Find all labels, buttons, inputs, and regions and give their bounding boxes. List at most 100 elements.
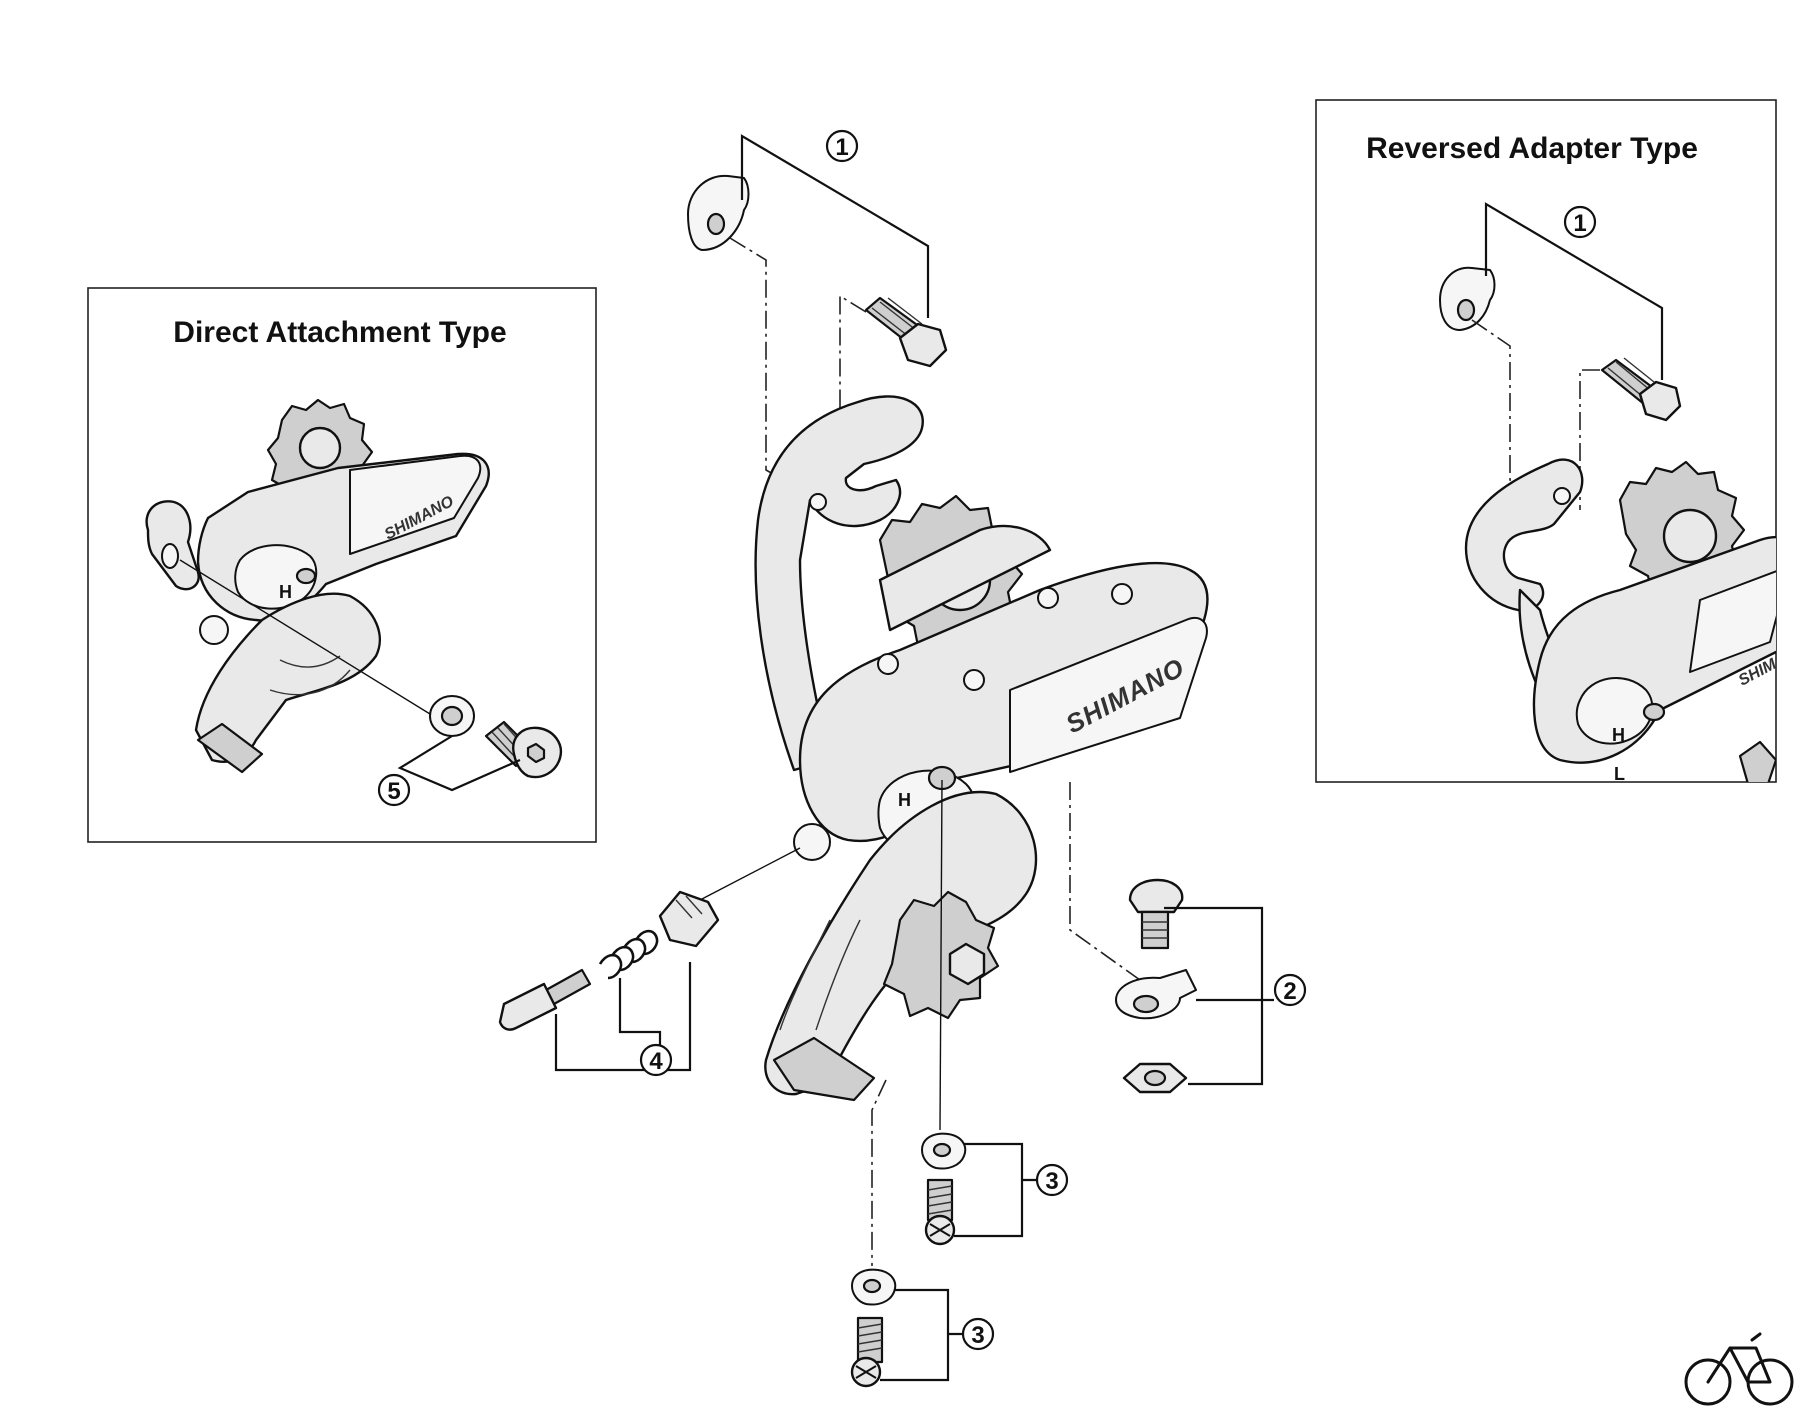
inset-reversed-adapter: Reversed Adapter Type SHIMANO H (1315, 99, 1777, 784)
inset-direct-derailleur: SHIMANO H L (145, 398, 490, 774)
callout-4-label: 4 (649, 1048, 663, 1075)
main-body-rivet-b (963, 669, 985, 691)
callout-3a-label: 3 (1045, 1168, 1058, 1195)
callout-3b-label: 3 (971, 1322, 984, 1349)
rev-washer-hole (1456, 298, 1476, 322)
part-3a-screw-thread (926, 1178, 954, 1222)
main-body-top (878, 524, 1052, 632)
part-3b-plate-hole (862, 1278, 882, 1294)
inset-hanger-hole (161, 543, 179, 569)
part-3-upper-screw (921, 779, 967, 1246)
part-4-barrel-head (498, 982, 558, 1031)
callout-4-group: 4 (554, 962, 692, 1077)
callout-1-label: 1 (835, 134, 848, 161)
part-4-leader (699, 847, 801, 901)
part-1-bolt-head (898, 322, 948, 368)
part-1-dash-bolt (839, 294, 867, 510)
part-1-adapter-parts (687, 174, 948, 510)
callout-1r-bracket (1484, 202, 1664, 380)
inset-direct-title: Direct Attachment Type (173, 316, 506, 349)
rev-lower-cage-edge (1738, 740, 1776, 782)
rev-thread-lines (1607, 357, 1655, 397)
part-1-dash-washer (729, 237, 813, 497)
part-3a-leader (939, 779, 943, 1131)
inset-reversed-artwork: SHIMANO H L (1439, 266, 1776, 784)
part-3a-plate-hole (932, 1142, 952, 1158)
callout-3a-bracket (954, 1142, 1036, 1238)
inset-body-plate (349, 454, 482, 555)
callout-5-bracket (397, 735, 521, 792)
callout-2-group: 2 (1164, 906, 1307, 1086)
callout-5-circle (377, 773, 411, 807)
part-3b-dash (871, 1079, 887, 1266)
main-cage-tab (772, 1036, 876, 1102)
inset-leader-line (179, 559, 431, 715)
part-4-boot-ridges (675, 895, 703, 919)
part-2-plate-hole (1132, 994, 1160, 1014)
callout-5-label: 5 (387, 778, 400, 805)
callout-1r-group: 1 (1484, 202, 1664, 380)
main-exploded-view: 1 SHIMANO H L (498, 129, 1307, 1388)
part-1-washer (687, 174, 750, 251)
callout-3a-group: 3 (954, 1142, 1069, 1238)
rev-adjuster-cap (1575, 676, 1654, 745)
part-1-thread-lines (871, 297, 923, 337)
part-3b-thread-lines (857, 1323, 883, 1353)
part-2-dash (1069, 782, 1141, 981)
callout-2-bracket (1164, 906, 1274, 1086)
part-2-bolt-head (1128, 878, 1184, 914)
rev-bolt-head (1638, 380, 1682, 422)
main-high-label: H (898, 790, 911, 810)
part-4-adjuster-boot (658, 890, 720, 948)
part-5-washer-hole (440, 705, 464, 727)
inset-high-label: H (279, 582, 292, 602)
callout-5-group: 5 (377, 735, 521, 807)
rev-body-plate (1689, 570, 1776, 673)
part-2-nut-hole (1143, 1069, 1167, 1087)
part-3a-phillips-slot (929, 1223, 951, 1237)
rev-adapter-hole (1553, 487, 1571, 505)
rev-h-screw (1642, 702, 1666, 722)
callout-3b-circle (961, 1317, 995, 1351)
inset-h-screw (295, 567, 317, 585)
part-1-washer-hole (706, 212, 726, 236)
rev-adapter-washer (1439, 266, 1496, 331)
callout-3a-circle (1035, 1163, 1069, 1197)
callout-1r-label: 1 (1573, 210, 1586, 237)
bicycle-icon (1684, 1332, 1794, 1406)
part-4-spring (598, 929, 659, 980)
main-body-rivet-c (1037, 587, 1059, 609)
callout-4-circle (639, 1043, 673, 1077)
callout-3b-group: 3 (880, 1288, 995, 1382)
part-2-thread-lines (1142, 921, 1168, 939)
main-cable-adjuster-boss (793, 823, 831, 861)
inset-lower-cage (194, 592, 381, 763)
inset-cage-tab (196, 722, 264, 774)
main-adapter-hole (809, 493, 827, 511)
callout-2-label: 2 (1283, 978, 1296, 1005)
part-3b-phillips-slot (855, 1365, 877, 1379)
rev-alignment-dash-a (1471, 319, 1557, 511)
part-5-mounting-bolt (429, 695, 563, 779)
rev-low-label: L (1614, 764, 1625, 784)
part-2-cable-anchor (1069, 782, 1197, 1094)
rev-high-label: H (1612, 725, 1625, 745)
main-lower-pulley-bolt (948, 942, 986, 986)
inset-direct-attachment: Direct Attachment Type SHIMANO H L (87, 287, 597, 843)
callout-1r-circle (1563, 205, 1597, 239)
rev-pulley-hub (1662, 508, 1718, 564)
callout-3b-bracket (880, 1288, 962, 1382)
part-2-anchor-plate (1115, 969, 1197, 1020)
main-body-rivet-a (877, 653, 899, 675)
inset-reversed-title: Reversed Adapter Type (1366, 132, 1698, 165)
callout-2-circle (1273, 973, 1307, 1007)
callout-1-circle (825, 129, 859, 163)
part-4-cable-adjuster (498, 847, 801, 1031)
inset-pulley-hub (298, 426, 342, 470)
inset-cage-detail (269, 655, 351, 696)
part-3a-thread-lines (927, 1185, 953, 1215)
main-body-rivet-d (1111, 583, 1133, 605)
part-3-lower-screw (850, 1079, 897, 1388)
